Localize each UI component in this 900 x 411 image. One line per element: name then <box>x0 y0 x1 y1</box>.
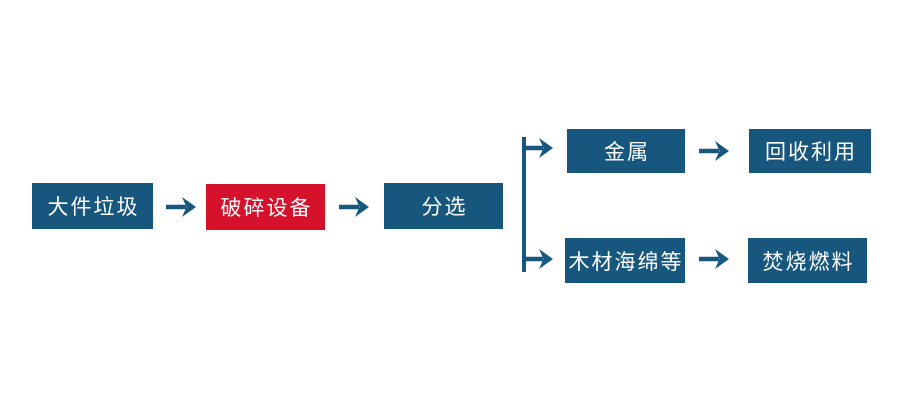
node-metal: 金属 <box>567 129 685 173</box>
arrow-right-icon <box>165 196 197 218</box>
branch-bottom-arrow-right-icon <box>522 248 554 270</box>
arrow-right-icon <box>338 196 370 218</box>
arrow-right-icon <box>698 140 730 162</box>
node-wood-sponge-etc: 木材海绵等 <box>565 238 685 283</box>
node-recycling: 回收利用 <box>749 129 871 173</box>
node-sorting: 分选 <box>384 183 503 229</box>
branch-bracket-line <box>522 137 526 272</box>
node-crushing-equipment: 破碎设备 <box>206 184 325 230</box>
node-bulky-waste: 大件垃圾 <box>32 183 153 229</box>
arrow-right-icon <box>698 248 730 270</box>
node-incineration-fuel: 焚烧燃料 <box>748 238 867 283</box>
branch-top-arrow-right-icon <box>522 137 554 159</box>
